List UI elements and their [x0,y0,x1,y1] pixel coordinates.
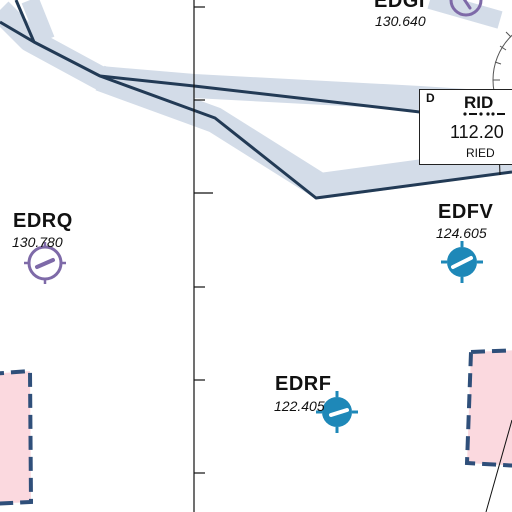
airport-freq-edrq: 130.780 [12,234,63,250]
airway-band-south [95,65,512,199]
vor-dme-icon[interactable]: D RID 112.20 RIED [419,89,512,165]
airport-edrf-icon[interactable] [316,391,358,433]
airport-label-edgi: EDGI [374,0,425,12]
navaid-frequency: 112.20 [450,122,504,142]
navaid-morse-code [463,112,505,116]
airport-edrq-icon[interactable] [24,242,66,284]
airport-label-edrq: EDRQ [13,210,73,232]
airport-freq-edrf: 122.405 [274,398,325,414]
airway-band-upper [21,0,55,44]
navaid-id: RID [464,93,494,112]
restricted-areas [0,348,512,506]
navaid-class: D [426,91,435,105]
airport-label-edfv: EDFV [438,201,494,223]
airport-freq-edfv: 124.605 [436,225,487,241]
navaid-code: RIED [466,146,495,160]
airport-freq-edgi: 130.640 [375,13,426,29]
airway-edge-1 [0,20,512,200]
airway-edge-3 [14,0,36,43]
restricted-area-east [464,348,512,468]
airport-label-edrf: EDRF [275,373,332,395]
airport-edfv-icon[interactable] [441,241,483,283]
airway-band-east [427,0,503,29]
meridian-line [193,0,213,512]
restricted-area-west [0,368,34,506]
airport-edgi-icon[interactable] [449,0,483,17]
